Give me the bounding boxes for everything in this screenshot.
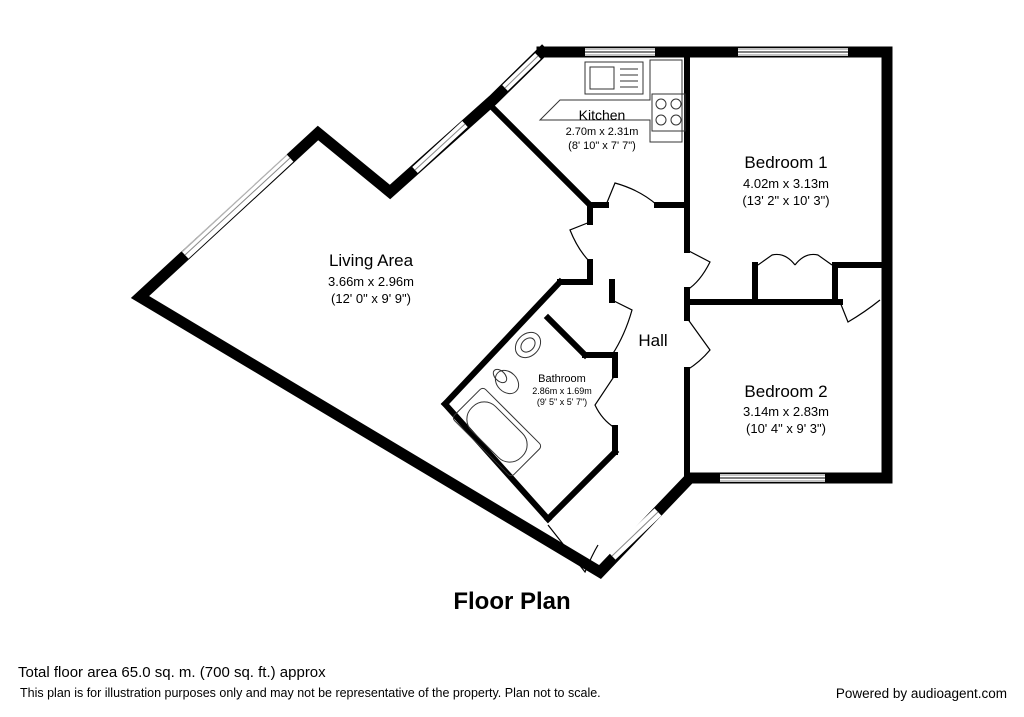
plan-title: Floor Plan <box>453 588 571 615</box>
disclaimer-text: This plan is for illustration purposes o… <box>20 686 601 700</box>
toilet-icon <box>494 369 520 395</box>
interior-walls <box>440 52 887 524</box>
living-metric: 3.66m x 2.96m <box>328 274 414 289</box>
kitchen-metric: 2.70m x 2.31m <box>566 126 639 138</box>
hob-icon <box>651 93 686 132</box>
bathroom-name: Bathroom <box>538 373 586 385</box>
bedroom2-name: Bedroom 2 <box>744 382 827 401</box>
bedroom1-name: Bedroom 1 <box>744 153 827 172</box>
door-entrance <box>547 524 599 574</box>
sink-icon <box>584 61 644 95</box>
bedroom2-metric: 3.14m x 2.83m <box>743 404 829 419</box>
living-name: Living Area <box>329 251 414 270</box>
door-bedroom2 <box>686 317 711 371</box>
door-bath-closet <box>611 299 633 356</box>
powered-by-text: Powered by audioagent.com <box>835 686 1007 701</box>
bathroom-imperial: (9' 5" x 5' 7") <box>537 397 587 407</box>
hall-name: Hall <box>638 331 667 350</box>
doors <box>547 182 881 574</box>
door-bathroom <box>594 374 616 429</box>
kitchen-name: Kitchen <box>579 107 626 123</box>
kitchen-imperial: (8' 10" x 7' 7") <box>568 140 636 152</box>
bathroom-fixtures <box>452 331 542 477</box>
bedroom1-imperial: (13' 2" x 10' 3") <box>742 193 829 208</box>
kitchen-counter <box>538 59 683 143</box>
bath-icon <box>452 387 542 477</box>
bedroom1-metric: 4.02m x 3.13m <box>743 176 829 191</box>
bathroom-metric: 2.86m x 1.69m <box>532 386 592 396</box>
room-labels: Kitchen 2.70m x 2.31m (8' 10" x 7' 7") B… <box>328 107 830 436</box>
total-floor-area: Total floor area 65.0 sq. m. (700 sq. ft… <box>18 664 326 681</box>
basin-icon <box>514 331 542 359</box>
kitchen-fixtures <box>538 59 686 143</box>
door-closet <box>839 299 881 323</box>
door-kitchen <box>605 182 658 206</box>
door-wardrobe <box>757 253 833 266</box>
bedroom2-imperial: (10' 4" x 9' 3") <box>746 421 826 436</box>
living-imperial: (12' 0" x 9' 9") <box>331 291 411 306</box>
door-living <box>569 221 591 263</box>
door-bedroom1 <box>686 249 711 291</box>
windows <box>181 48 848 560</box>
